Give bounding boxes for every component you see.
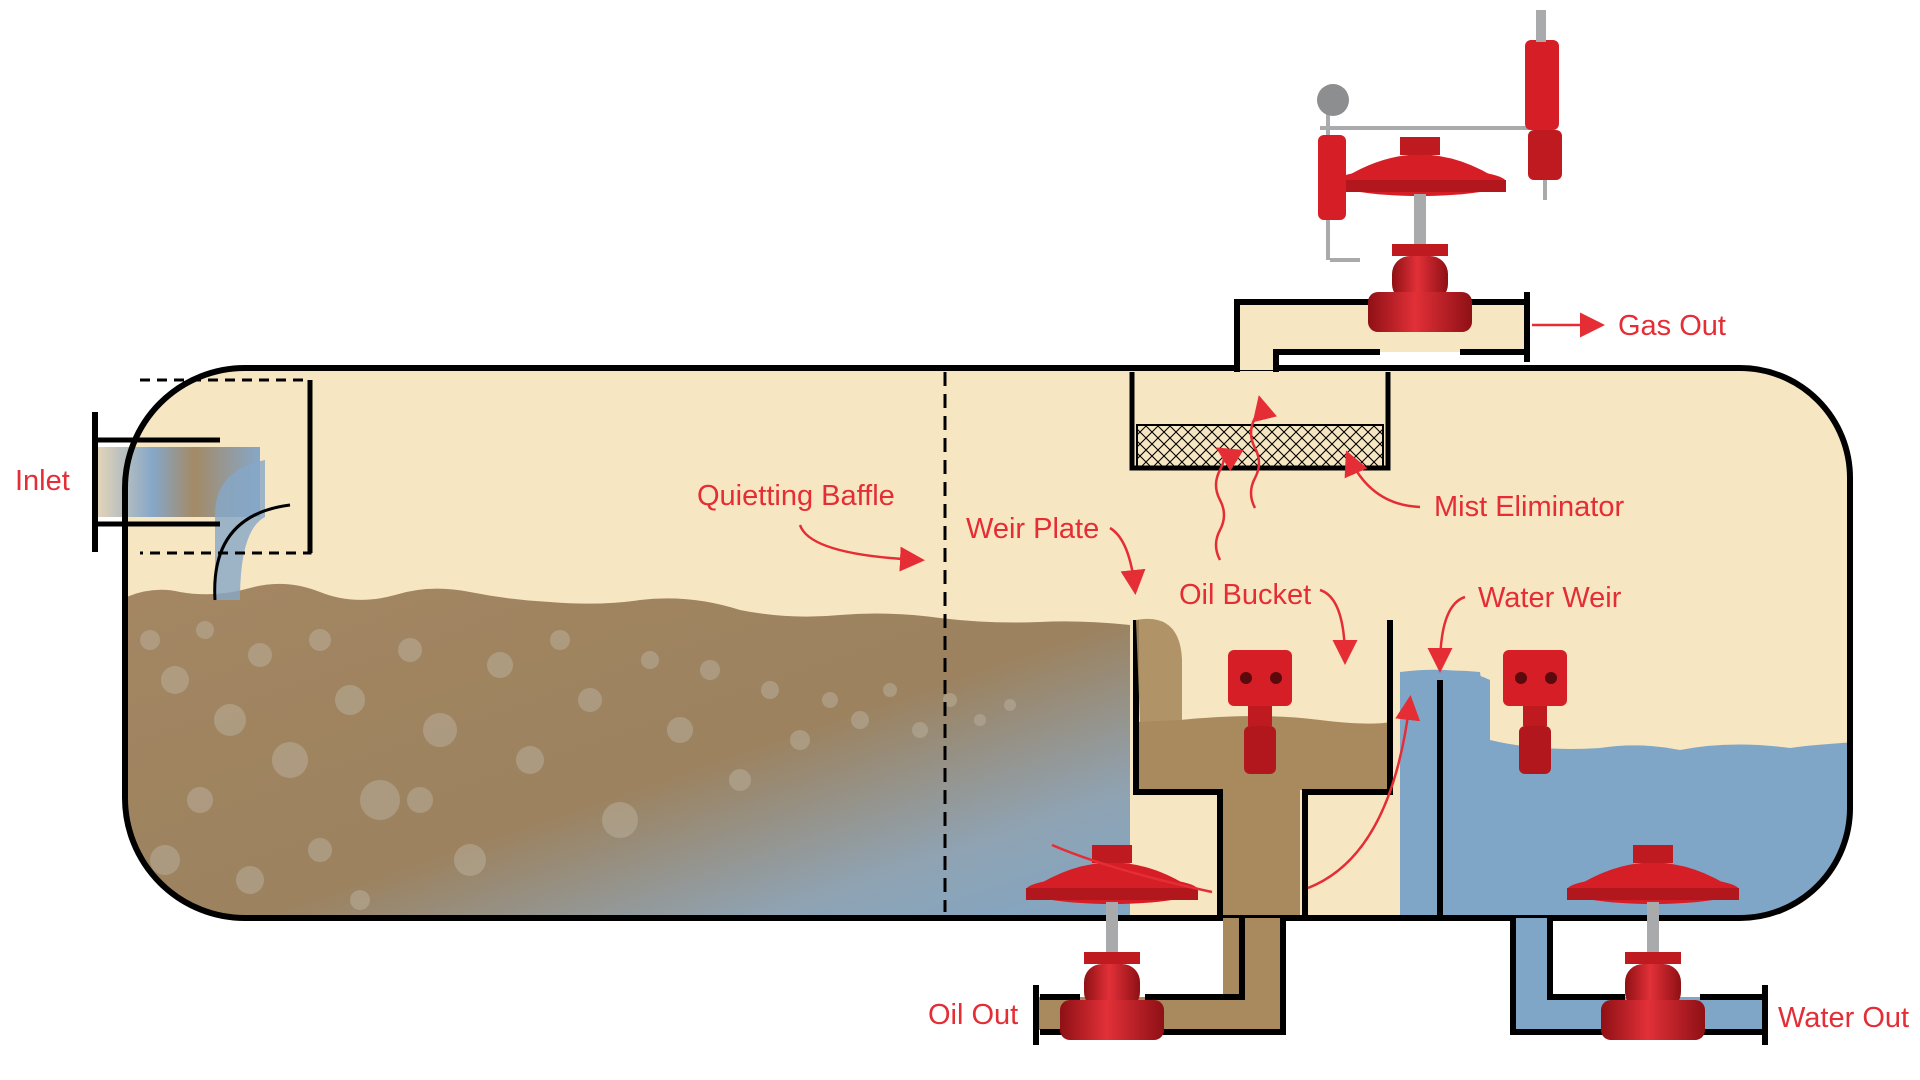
- inlet-label: Inlet: [15, 465, 70, 497]
- weir-plate-leader: [1109, 526, 1146, 595]
- flow-arrows: [1051, 312, 1605, 894]
- mist-eliminator-label: Mist Eliminator: [1434, 491, 1624, 523]
- vessel-contents: [125, 368, 1850, 918]
- emulsion-layer: [125, 583, 1130, 918]
- label-leaders: [798, 450, 1466, 673]
- weir-plate-label: Weir Plate: [966, 513, 1099, 545]
- oil-out-label: Oil Out: [928, 999, 1018, 1031]
- oil-flow-arrow: [1051, 843, 1213, 894]
- oil-bucket: [1133, 620, 1393, 918]
- oil-bucket-label: Oil Bucket: [1179, 579, 1311, 611]
- water-weir-label: Water Weir: [1478, 582, 1622, 614]
- vessel-shell: [122, 365, 1853, 921]
- emulsion-bubbles: [140, 621, 1016, 910]
- oil-bucket-leader: [1319, 588, 1358, 665]
- water-weir-leader: [1427, 595, 1466, 673]
- quietting-baffle-label: Quietting Baffle: [697, 480, 895, 512]
- weir-plate: [1136, 618, 1182, 722]
- gas-out-label: Gas Out: [1618, 310, 1726, 342]
- mist-eliminator-leader: [1344, 450, 1421, 509]
- water-weir-crest: [1400, 669, 1490, 740]
- mist-eliminator-box: [1129, 372, 1391, 471]
- gas-control-valve: [1317, 10, 1562, 332]
- oil-bucket-oil: [1136, 716, 1390, 918]
- water-flow-arrow: [1307, 695, 1421, 890]
- water-out-label: Water Out: [1778, 1002, 1909, 1034]
- water-layer: [1400, 670, 1850, 918]
- quietting-baffle-leader: [798, 524, 925, 572]
- gas-rise-arrow-left: [1214, 447, 1244, 561]
- labels: Inlet Quietting Baffle Weir Plate Oil Bu…: [15, 310, 1909, 1034]
- gas-rise-arrow-right: [1249, 395, 1277, 509]
